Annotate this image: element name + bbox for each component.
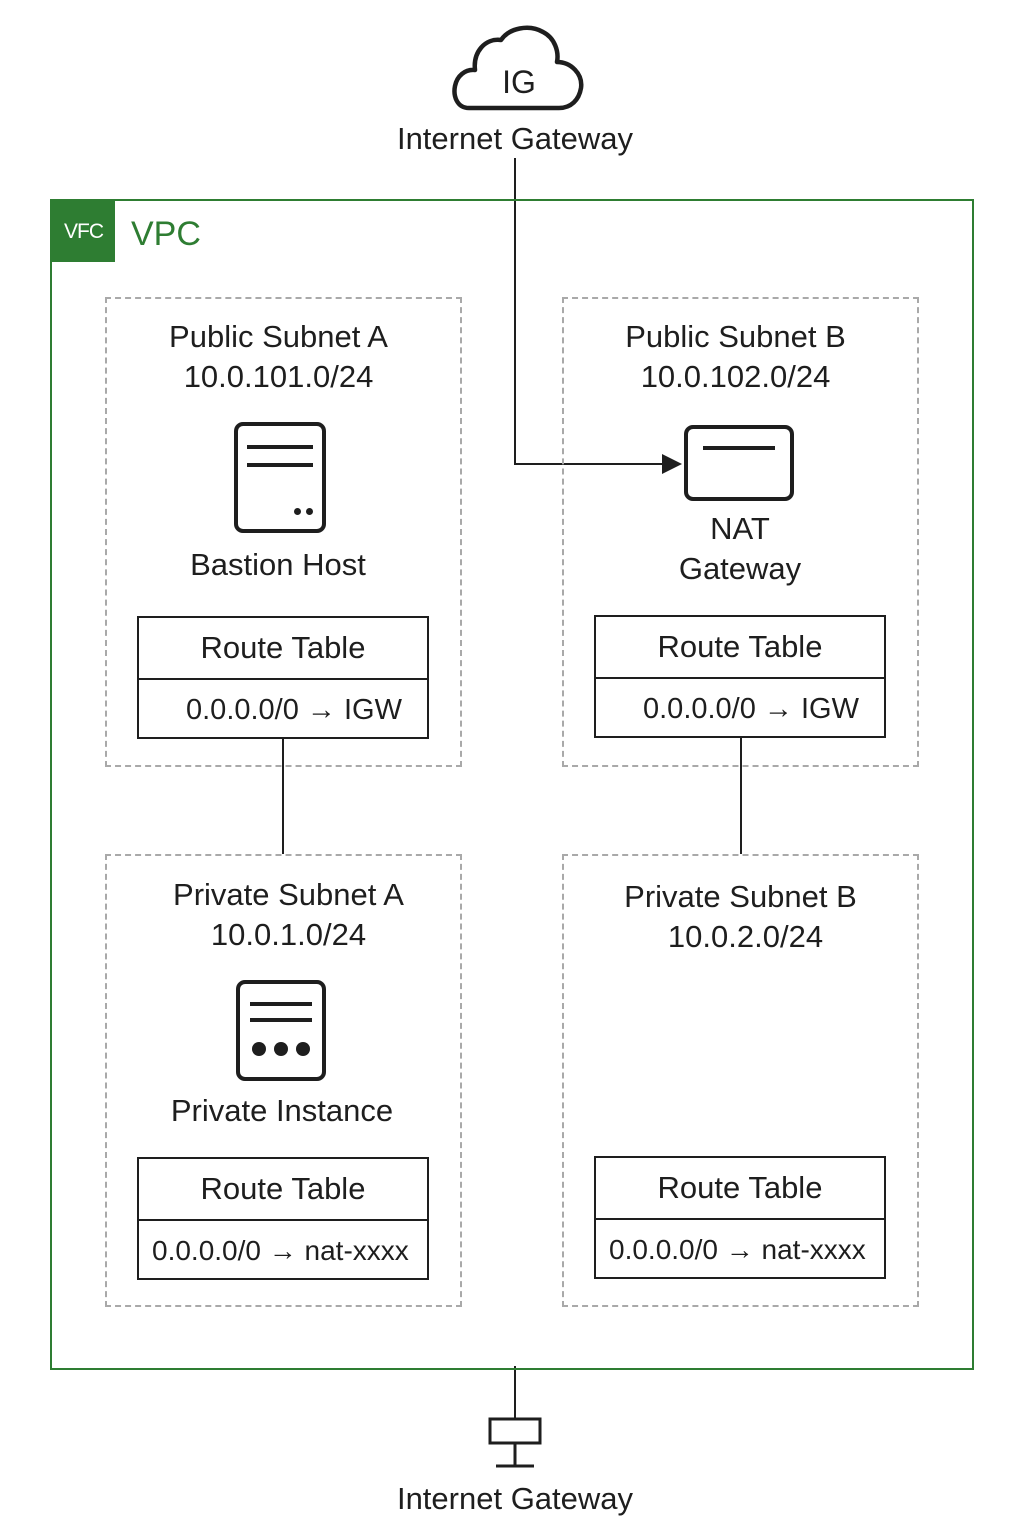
network-terminal-icon (488, 1417, 542, 1468)
bastion-host-label: Bastion Host (190, 547, 366, 582)
subnet-cidr: 10.0.102.0/24 (640, 359, 831, 394)
route-table-route: 0.0.0.0/0 → IGW (186, 694, 402, 726)
subnet-cidr: 10.0.101.0/24 (183, 359, 374, 394)
route-table-route: 0.0.0.0/0 → IGW (643, 693, 859, 725)
route-table-public-a[interactable]: Route Table 0.0.0.0/0 → IGW (137, 616, 429, 739)
route-table-title: Route Table (596, 617, 884, 679)
server-icon (234, 422, 326, 533)
subnet-name: Public Subnet B (625, 319, 846, 354)
route-table-public-b[interactable]: Route Table 0.0.0.0/0 → IGW (594, 615, 886, 738)
route-table-title: Route Table (139, 618, 427, 680)
route-table-route: 0.0.0.0/0 → nat-xxxx (609, 1234, 866, 1265)
cloud-icon-text: IG (502, 64, 536, 100)
private-subnet-a[interactable]: Private Subnet A 10.0.1.0/24 (105, 854, 462, 1307)
vpc-container[interactable]: VFC VPC (50, 199, 974, 1370)
vpc-label: VPC (131, 215, 201, 253)
route-table-route: 0.0.0.0/0 → nat-xxxx (152, 1235, 409, 1266)
subnet-name: Private Subnet A (173, 877, 404, 912)
cloud-icon (452, 25, 584, 111)
subnet-cidr: 10.0.1.0/24 (210, 917, 367, 952)
subnet-cidr: 10.0.2.0/24 (667, 919, 824, 954)
vpc-badge: VFC (52, 201, 115, 262)
internet-gateway-bottom-label: Internet Gateway (396, 1481, 634, 1516)
route-table-private-a[interactable]: Route Table 0.0.0.0/0 → nat-xxxx (137, 1157, 429, 1280)
nat-gateway-icon (684, 425, 794, 501)
public-subnet-a[interactable]: Public Subnet A 10.0.101.0/24 (105, 297, 462, 767)
nat-gateway-label-line1: NAT (710, 511, 770, 546)
internet-gateway-top-label: Internet Gateway (396, 121, 634, 156)
private-subnet-b[interactable]: Private Subnet B 10.0.2.0/24 (562, 854, 919, 1307)
private-instance-label: Private Instance (170, 1093, 394, 1128)
nat-gateway-label-line2: Gateway (678, 551, 802, 586)
server-instance-icon (236, 980, 326, 1081)
public-subnet-b[interactable]: Public Subnet B 10.0.102.0/24 (562, 297, 919, 767)
route-table-title: Route Table (139, 1159, 427, 1221)
subnet-name: Public Subnet A (169, 319, 388, 354)
subnet-name: Private Subnet B (624, 879, 857, 914)
route-table-private-b[interactable]: Route Table 0.0.0.0/0 → nat-xxxx (594, 1156, 886, 1279)
route-table-title: Route Table (596, 1158, 884, 1220)
